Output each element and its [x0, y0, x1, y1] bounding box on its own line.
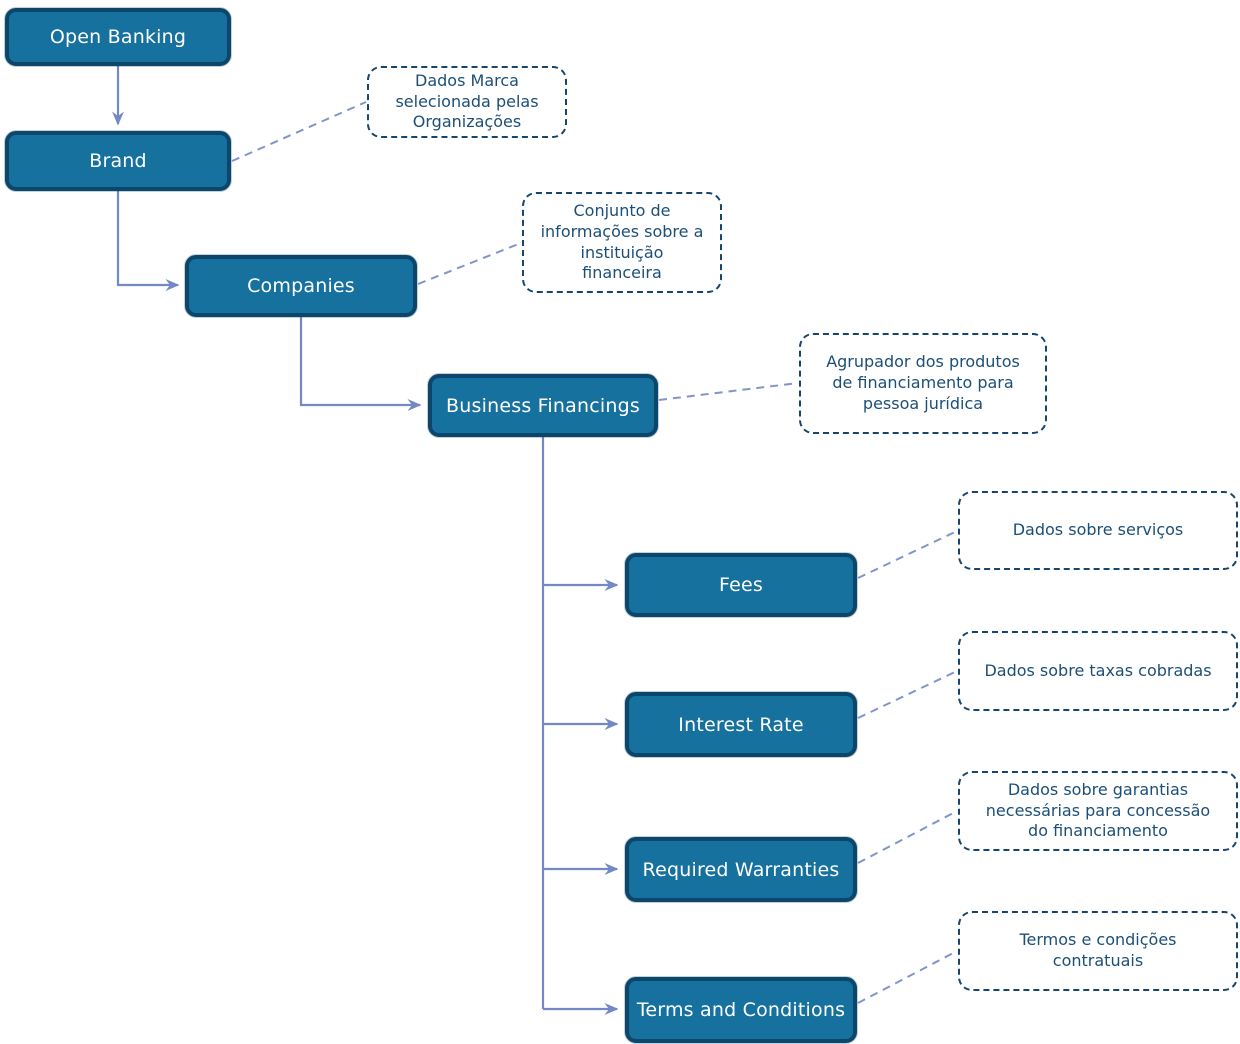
callout-companies-note-text: Conjunto de informações sobre a institui… — [540, 200, 704, 283]
node-fees: Fees — [625, 553, 857, 617]
callout-fees-note: Dados sobre serviços — [958, 491, 1238, 570]
callout-business-financings-note-text: Agrupador dos produtos de financiamento … — [826, 352, 1020, 413]
leader-companies-note — [417, 242, 522, 285]
callout-interest-rate-note: Dados sobre taxas cobradas — [958, 631, 1238, 711]
leader-required-warranties-note — [857, 810, 958, 864]
leader-brand-note — [231, 101, 367, 162]
node-fees-label: Fees — [719, 574, 763, 596]
connector-companies-businessfinancings — [299, 317, 422, 411]
leader-terms-note — [857, 950, 958, 1004]
callout-companies-note: Conjunto de informações sobre a institui… — [522, 192, 722, 293]
node-interest-rate-label: Interest Rate — [678, 713, 804, 736]
leader-businessfinancings-note — [658, 382, 799, 401]
leader-interest-rate-note — [857, 670, 958, 719]
callout-business-financings-note: Agrupador dos produtos de financiamento … — [799, 333, 1047, 434]
callout-interest-rate-note-text: Dados sobre taxas cobradas — [984, 660, 1212, 680]
callout-brand-note: Dados Marca selecionada pelas Organizaçõ… — [367, 66, 567, 138]
node-required-warranties: Required Warranties — [625, 837, 857, 902]
node-business-financings: Business Financings — [428, 374, 658, 437]
callout-terms-and-conditions-note: Termos e condições contratuais — [958, 911, 1238, 991]
leader-fees-note — [857, 530, 958, 579]
callout-required-warranties-note: Dados sobre garantias necessárias para c… — [958, 771, 1238, 851]
node-business-financings-label: Business Financings — [446, 394, 640, 417]
node-companies: Companies — [185, 255, 417, 317]
callout-brand-note-text: Dados Marca selecionada pelas Organizaçõ… — [395, 70, 539, 132]
node-open-banking: Open Banking — [5, 8, 231, 66]
callout-required-warranties-note-text: Dados sobre garantias necessárias para c… — [985, 779, 1211, 841]
node-brand-label: Brand — [89, 150, 147, 172]
callout-terms-and-conditions-note-text: Termos e condições contratuais — [1019, 930, 1177, 970]
node-required-warranties-label: Required Warranties — [642, 858, 840, 881]
node-brand: Brand — [5, 131, 231, 191]
node-terms-and-conditions-label: Terms and Conditions — [636, 999, 846, 1021]
node-interest-rate: Interest Rate — [625, 692, 857, 757]
node-open-banking-label: Open Banking — [49, 26, 187, 48]
callout-fees-note-text: Dados sobre serviços — [1012, 520, 1184, 540]
connector-brand-companies — [116, 191, 180, 291]
node-terms-and-conditions: Terms and Conditions — [625, 977, 857, 1043]
node-companies-label: Companies — [247, 275, 355, 297]
